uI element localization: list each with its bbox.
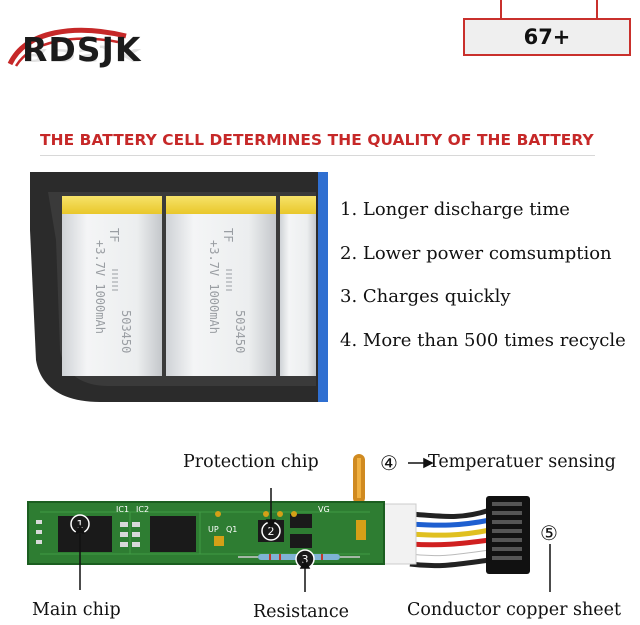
svg-text:2: 2 <box>268 525 275 538</box>
wire-bundle <box>409 507 491 569</box>
pcb-end-tab <box>379 503 417 565</box>
leader-lines <box>74 457 551 592</box>
pcb-diagram: IC1 IC2 UP Q1 VG 1 2 3 <box>0 440 640 625</box>
marker-4: ④ <box>380 451 398 475</box>
silk-ic1: IC1 <box>116 505 129 514</box>
cell-2-print-c: TF <box>221 228 235 242</box>
label-temperature-sensing: Temperatuer sensing <box>428 452 616 472</box>
thermistor-probe <box>353 454 365 504</box>
badge-connector-left <box>500 0 502 18</box>
feature-item: 2. Lower power comsumption <box>340 242 612 264</box>
model-badge-text: 67+ <box>523 25 571 49</box>
silk-q1: Q1 <box>226 525 237 534</box>
headline-divider <box>40 155 595 156</box>
logo-reflection: RDSJK <box>22 44 142 66</box>
feature-item: 4. More than 500 times recycle <box>340 329 626 351</box>
label-main-chip: Main chip <box>32 600 121 620</box>
label-protection-chip: Protection chip <box>183 452 319 472</box>
cell-1-print-b: 503450 <box>119 310 133 353</box>
feature-list: 1. Longer discharge time 2. Lower power … <box>340 188 640 362</box>
headline: THE BATTERY CELL DETERMINES THE QUALITY … <box>40 131 594 149</box>
badge-connector-right <box>596 0 598 18</box>
label-resistance: Resistance <box>253 602 349 622</box>
logo-swoosh-icon <box>7 27 127 67</box>
feature-item: 3. Charges quickly <box>340 286 511 307</box>
brand-logo <box>6 20 176 94</box>
cell-barcodes <box>112 269 232 291</box>
connector-plug <box>486 496 530 574</box>
logo-text: RDSJK <box>22 30 142 69</box>
model-badge: 67+ <box>463 18 631 56</box>
silk-up: UP <box>208 525 219 534</box>
pack-blue-edge <box>318 172 328 402</box>
label-conductor-copper-sheet: Conductor copper sheet <box>407 600 621 620</box>
cell-2-print-b: 503450 <box>233 310 247 353</box>
feature-item: 1. Longer discharge time <box>340 199 570 220</box>
cell-1-print-a: +3.7V 1000mAh <box>93 240 107 334</box>
cell-2-print-a: +3.7V 1000mAh <box>207 240 221 334</box>
battery-pack-illustration: +3.7V 1000mAh 503450 TF +3.7V 1000mAh 50… <box>0 170 330 408</box>
silk-ic2: IC2 <box>136 505 149 514</box>
secondary-chip-part <box>150 516 196 552</box>
silk-vg: VG <box>318 505 330 514</box>
marker-5: ⑤ <box>540 521 558 545</box>
cell-1-print-c: TF <box>107 228 121 242</box>
battery-cell-2 <box>166 196 276 376</box>
battery-cell-3 <box>280 196 316 376</box>
